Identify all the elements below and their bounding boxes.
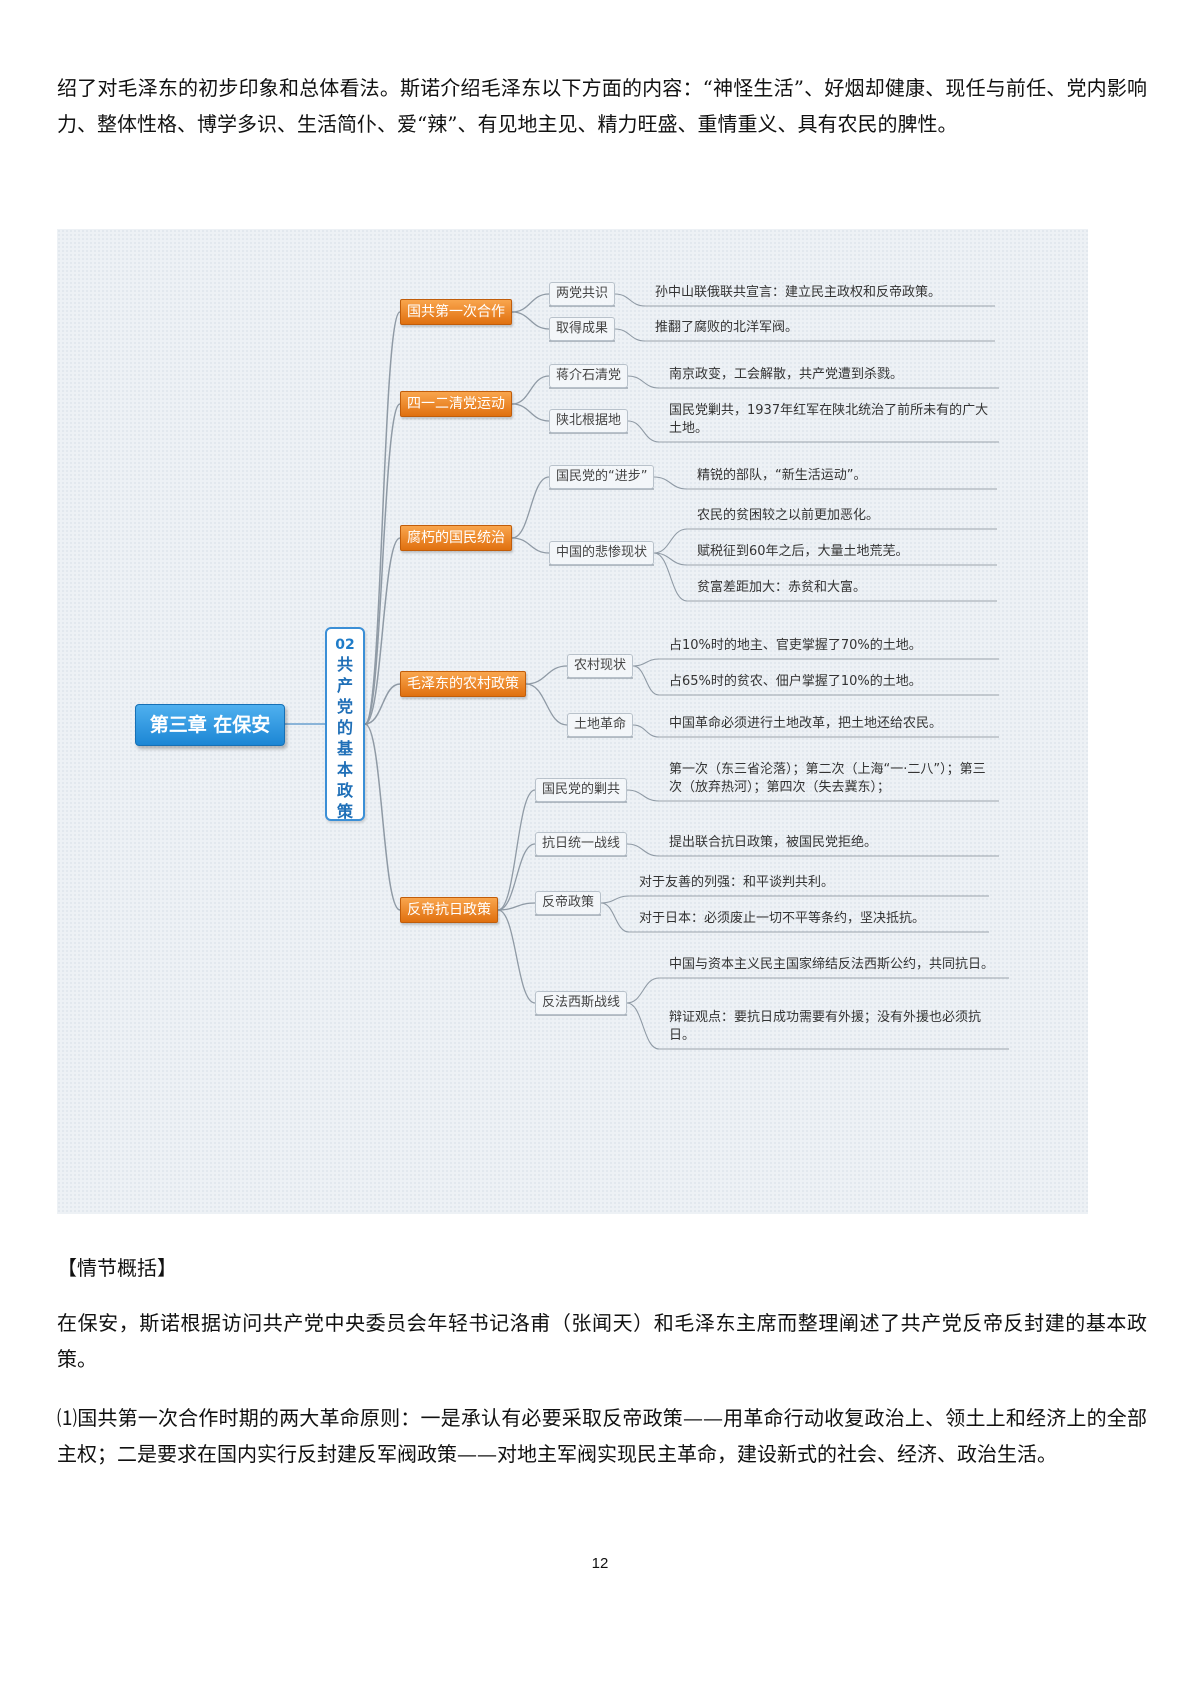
section-heading: 【情节概括】	[57, 1256, 177, 1280]
center-topic-char: 基	[336, 739, 353, 758]
connector-line	[511, 403, 550, 422]
mind-map-root: 第三章 在保安	[135, 704, 285, 746]
connector-line	[364, 723, 401, 911]
sub-topic-node: 取得成果	[549, 317, 616, 341]
center-topic-number: 02	[335, 637, 355, 653]
sub-topic-node: 抗日统一战线	[535, 832, 628, 856]
leaf-text: 占10%时的地主、官吏掌握了70%的土地。	[669, 638, 922, 653]
leaf-text: 国民党剿共，1937年红军在陕北统治了前所未有的广大土地。	[669, 403, 989, 436]
leaf-text: 中国与资本主义民主国家缔结反法西斯公约，共同抗日。	[669, 957, 995, 972]
center-topic-char: 政	[336, 781, 353, 800]
leaf-text: 精锐的部队，“新生活运动”。	[697, 468, 867, 483]
connector-line	[364, 311, 401, 725]
connector-line	[497, 789, 536, 911]
leaf-text: 孙中山联俄联共宣言：建立民主政权和反帝政策。	[655, 285, 942, 300]
connector-line	[497, 902, 536, 911]
connector-line	[653, 528, 688, 554]
center-topic-char: 本	[336, 760, 353, 779]
center-topic-char: 策	[336, 802, 353, 821]
sub-topic-node: 反法西斯战线	[535, 991, 628, 1015]
sub-topic-node: 两党共识	[549, 282, 616, 306]
branch-node: 国共第一次合作	[400, 299, 512, 325]
connector-line	[632, 658, 660, 667]
leaf-text: 第一次（东三省沦落）；第二次（上海“一·二八”）；第三次（放弃热河）；第四次（失…	[669, 762, 986, 795]
sub-topic-node: 土地革命	[567, 713, 634, 737]
branch-node: 腐朽的国民统治	[400, 525, 512, 551]
sub-topic-node: 中国的悲惨现状	[549, 541, 655, 565]
body-paragraph-2: ⑴国共第一次合作时期的两大革命原则：一是承认有必要采取反帝政策——用革命行动收复…	[57, 1406, 1147, 1466]
branch-node: 反帝抗日政策	[400, 897, 498, 923]
connector-line	[632, 724, 660, 738]
sub-topic-node: 国民党的剿共	[535, 778, 628, 802]
leaf-text: 贫富差距加大：赤贫和大富。	[697, 580, 867, 595]
connector-line	[600, 895, 630, 904]
center-topic-char: 的	[336, 718, 353, 737]
center-topic-char: 共	[336, 655, 353, 674]
center-topic-char: 产	[336, 676, 353, 695]
connector-line	[525, 665, 568, 685]
center-topic-title: 共产党的基本政策	[327, 654, 363, 822]
leaf-text: 对于日本：必须废止一切不平等条约，坚决抵抗。	[639, 911, 926, 926]
connector-line	[627, 420, 660, 443]
connector-line	[614, 293, 646, 307]
connector-line	[626, 1002, 660, 1050]
mind-map-connectors	[283, 293, 1009, 1050]
connector-line	[511, 375, 550, 405]
connector-line	[600, 902, 630, 933]
leaf-text: 对于友善的列强：和平谈判共利。	[639, 875, 835, 890]
intro-paragraph: 绍了对毛泽东的初步印象和总体看法。斯诺介绍毛泽东以下方面的内容：“神怪生活”、好…	[57, 76, 1147, 136]
sub-topic-node: 国民党的“进步”	[549, 465, 655, 489]
connector-line	[627, 375, 660, 389]
sub-topic-node: 反帝政策	[535, 891, 602, 915]
connector-line	[511, 476, 550, 539]
branch-node: 四一二清党运动	[400, 391, 512, 417]
connector-line	[364, 683, 401, 725]
leaf-text: 占65%时的贫农、佃户掌握了10%的土地。	[669, 674, 922, 689]
connector-line	[497, 843, 536, 911]
connector-line	[632, 665, 660, 696]
leaf-text: 南京政变，工会解散，共产党遭到杀戮。	[669, 367, 904, 382]
page-number: 12	[591, 1555, 609, 1572]
branch-node: 毛泽东的农村政策	[400, 671, 526, 697]
sub-topic-node: 陕北根据地	[549, 409, 629, 433]
connector-line	[364, 403, 401, 725]
connector-line	[653, 476, 688, 490]
mind-map: 第三章 在保安 02 共产党的基本政策 国共第一次合作 两党共识 孙中山联俄联共宣言…	[57, 229, 1088, 1214]
leaf-text: 辩证观点：要抗日成功需要有外援；没有外援也必须抗日。	[669, 1010, 982, 1043]
leaf-text: 中国革命必须进行土地改革，把土地还给农民。	[669, 716, 943, 731]
connector-line	[364, 537, 401, 725]
leaf-text: 赋税征到60年之后，大量土地荒芜。	[697, 544, 909, 559]
mind-map-center-topic: 02 共产党的基本政策	[325, 627, 365, 821]
connector-line	[511, 293, 550, 313]
connector-line	[511, 537, 550, 554]
leaf-text: 提出联合抗日政策，被国民党拒绝。	[669, 835, 878, 850]
connector-line	[525, 683, 568, 726]
sub-topic-node: 农村现状	[567, 654, 634, 678]
connector-line	[626, 789, 660, 802]
connector-line	[653, 552, 688, 602]
sub-topic-node: 蒋介石清党	[549, 364, 629, 388]
connector-line	[626, 843, 660, 857]
body-paragraph-1: 在保安，斯诺根据访问共产党中央委员会年轻书记洛甫（张闻天）和毛泽东主席而整理阐述…	[57, 1311, 1147, 1371]
connector-line	[626, 977, 660, 1004]
connector-line	[497, 909, 536, 1004]
center-topic-char: 党	[336, 697, 353, 716]
leaf-text: 农民的贫困较之以前更加恶化。	[697, 508, 880, 523]
connector-line	[614, 328, 646, 342]
leaf-text: 推翻了腐败的北洋军阀。	[655, 320, 799, 335]
connector-line	[511, 311, 550, 330]
